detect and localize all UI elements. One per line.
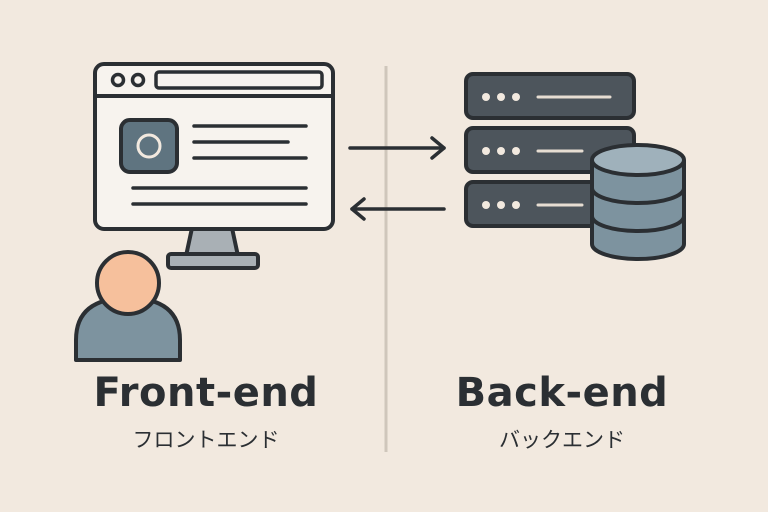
- user-icon: [74, 250, 182, 362]
- image-placeholder-icon: [119, 118, 179, 174]
- database-icon: [590, 143, 686, 261]
- arrow-right-icon: [348, 136, 446, 160]
- arrow-left-icon: [350, 197, 446, 221]
- address-bar: [154, 70, 324, 90]
- backend-subtitle: バックエンド: [499, 428, 625, 452]
- window-dot-icon: [130, 72, 146, 88]
- frontend-subtitle: フロントエンド: [132, 428, 280, 452]
- monitor-icon: [166, 226, 260, 270]
- backend-title: Back-end: [455, 370, 669, 416]
- frontend-title: Front-end: [93, 370, 319, 416]
- window-dot-icon: [110, 72, 126, 88]
- browser-window-icon: [93, 62, 335, 231]
